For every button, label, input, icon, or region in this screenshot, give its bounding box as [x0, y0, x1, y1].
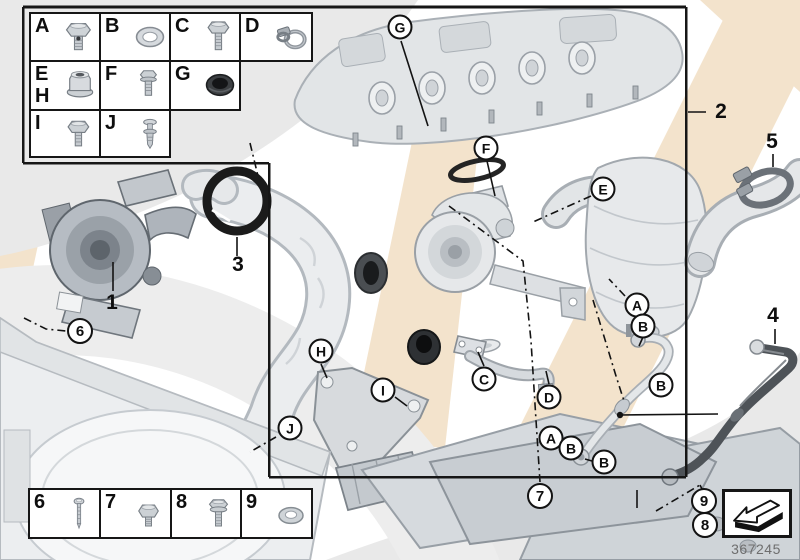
legend-cell-F[interactable]: F: [99, 60, 171, 111]
cylinder-head-drawing: [293, 7, 684, 147]
legend-cell-I[interactable]: I: [29, 109, 101, 158]
legend-cell-C[interactable]: C: [169, 12, 241, 62]
head-studs: [352, 85, 639, 147]
legend-label-B: B: [105, 15, 120, 37]
legend-cell-D[interactable]: D: [239, 12, 313, 62]
turbocharger-new-drawing: [414, 185, 586, 321]
turbocharger-old-drawing: [41, 169, 197, 339]
part-label-2[interactable]: 2: [715, 100, 727, 123]
banjo-bolt-icon: [61, 17, 99, 57]
bolt-washer-icon: [202, 493, 238, 535]
hex-bolt-med-icon: [61, 114, 99, 154]
legend-cell-J[interactable]: J: [99, 109, 171, 158]
frame-lines: [21, 5, 688, 479]
callout-B[interactable]: B: [630, 313, 656, 339]
legend-cell-7[interactable]: 7: [99, 488, 172, 539]
flat-washer-icon: [273, 493, 309, 535]
legend-label-6: 6: [34, 491, 46, 513]
callout-B[interactable]: B: [648, 372, 674, 398]
grommet-icon: [201, 65, 239, 105]
legend-label-C: C: [175, 15, 190, 37]
callout-A[interactable]: A: [538, 425, 564, 451]
callout-J[interactable]: J: [277, 415, 303, 441]
legend-label-A: A: [35, 15, 50, 37]
callout-B[interactable]: B: [591, 449, 617, 475]
legend-label-J: J: [105, 112, 117, 134]
expansion-rivet-icon: [131, 114, 169, 154]
part-label-5[interactable]: 5: [766, 130, 778, 153]
kit-arrow-icon: [726, 492, 788, 534]
gasket-F-drawing: [448, 157, 506, 183]
seal-ring-icon: [131, 17, 169, 57]
part-label-3[interactable]: 3: [232, 253, 244, 276]
legend-cell-8[interactable]: 8: [170, 488, 242, 539]
legend-label-9: 9: [246, 491, 258, 513]
callout-G[interactable]: G: [387, 14, 413, 40]
callout-6[interactable]: 6: [67, 318, 93, 344]
callout-F[interactable]: F: [473, 135, 499, 161]
legend-label-8: 8: [176, 491, 188, 513]
legend-label-7: 7: [105, 491, 117, 513]
kit-stamp-box: [722, 489, 792, 538]
long-screw-icon: [61, 493, 97, 535]
hose-clamp-icon: [273, 17, 311, 57]
grommet-drawing: [407, 329, 441, 365]
foam-ring-drawing: [354, 252, 388, 294]
exhaust-clamp-5-drawing: [732, 166, 794, 209]
legend-label-I: I: [35, 112, 41, 134]
callout-8[interactable]: 8: [692, 512, 718, 538]
hex-bolt-icon: [201, 17, 239, 57]
callout-I[interactable]: I: [370, 377, 396, 403]
callout-B[interactable]: B: [558, 435, 584, 461]
legend-label-G: G: [175, 63, 191, 85]
callout-H[interactable]: H: [308, 338, 334, 364]
flange-nut-icon: [61, 65, 99, 105]
part-label-1[interactable]: 1: [106, 291, 118, 314]
legend-cell-6[interactable]: 6: [28, 488, 101, 539]
legend-label-H: H: [35, 85, 50, 107]
seal-ring-3-drawing: [202, 166, 272, 236]
legend-label-E: E: [35, 63, 49, 85]
legend-cell-G[interactable]: G: [169, 60, 241, 111]
legend-cell-9[interactable]: 9: [240, 488, 313, 539]
flange-bolt-icon: [131, 65, 169, 105]
diagram-part-number: 367245: [731, 541, 781, 557]
short-bolt-icon: [132, 493, 168, 535]
part-label-4[interactable]: 4: [767, 304, 779, 327]
leader-lines: [23, 40, 776, 512]
callout-E[interactable]: E: [590, 176, 616, 202]
callout-7[interactable]: 7: [527, 483, 553, 509]
callout-D[interactable]: D: [536, 384, 562, 410]
legend-cell-B[interactable]: B: [99, 12, 171, 62]
callout-9[interactable]: 9: [691, 488, 717, 514]
heat-shield-drawing: [360, 412, 800, 560]
legend-label-D: D: [245, 15, 260, 37]
callout-C[interactable]: C: [471, 366, 497, 392]
legend-cell-A[interactable]: A: [29, 12, 101, 62]
legend-label-F: F: [105, 63, 118, 85]
